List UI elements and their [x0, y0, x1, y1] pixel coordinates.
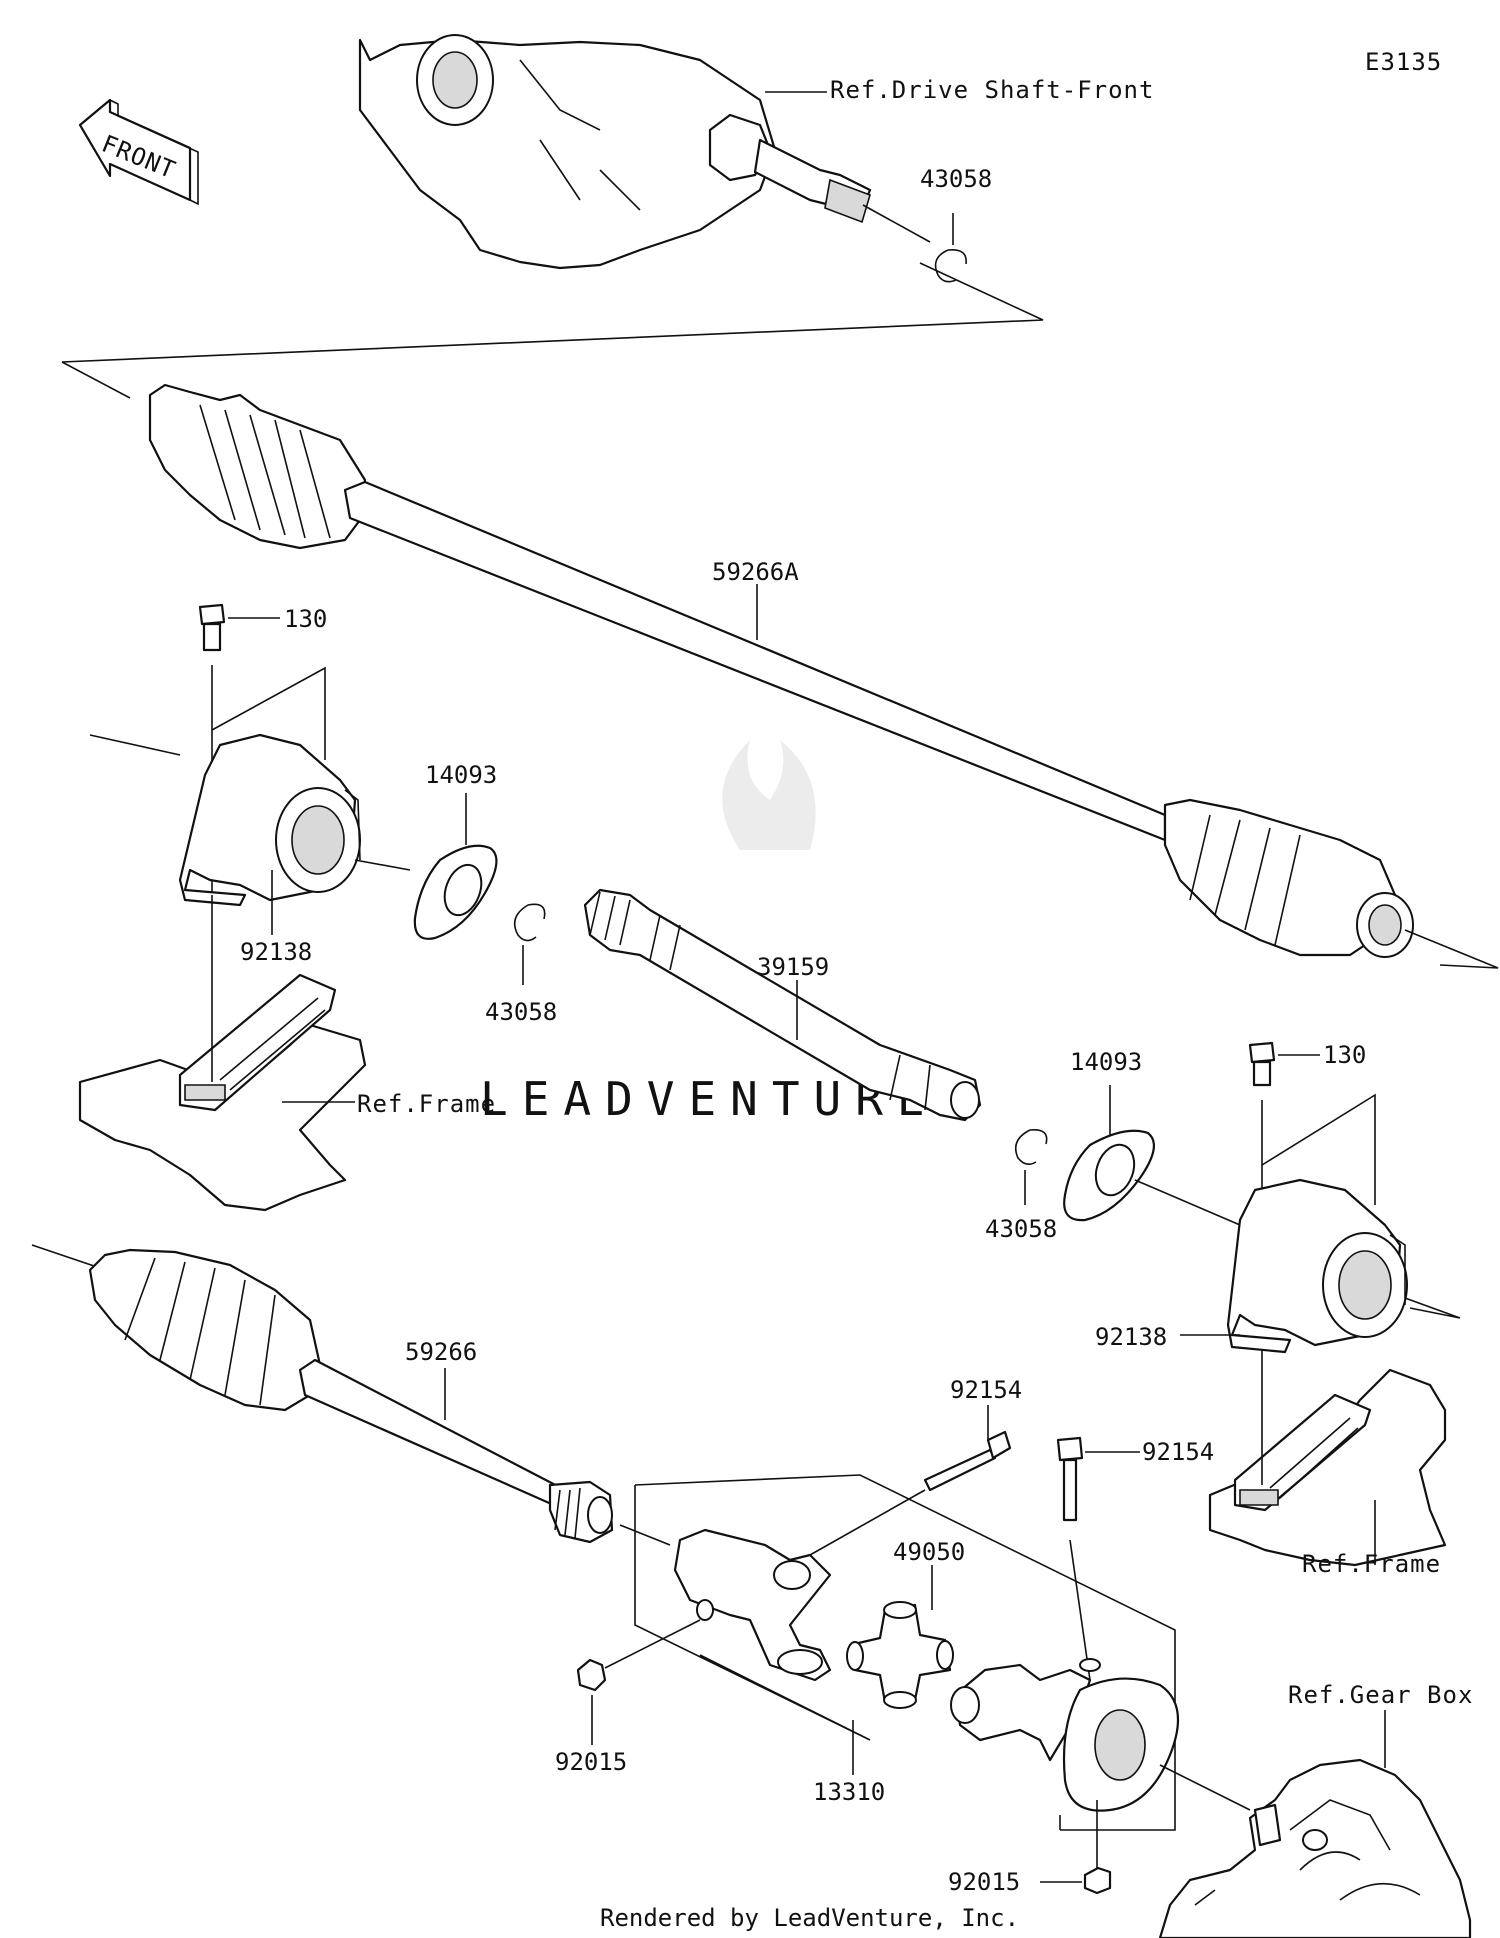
cross-spider-49050 — [846, 1601, 954, 1709]
label-92138-right: 92138 — [1095, 1323, 1167, 1351]
label-92015-bottom: 92015 — [948, 1868, 1020, 1896]
washer-14093-right — [1063, 1129, 1156, 1222]
label-92138-left: 92138 — [240, 938, 312, 966]
shaft-39159 — [583, 888, 982, 1122]
nut-92015-bottom — [1083, 1866, 1112, 1895]
bearing-bracket-92138-left — [178, 733, 361, 907]
frame-left — [78, 973, 367, 1212]
label-39159: 39159 — [757, 953, 829, 981]
label-14093-right: 14093 — [1070, 1048, 1142, 1076]
label-59266A: 59266A — [712, 558, 799, 586]
label-92154-a: 92154 — [950, 1376, 1022, 1404]
bolt-130-right — [1248, 1041, 1276, 1087]
render-credit: Rendered by LeadVenture, Inc. — [600, 1904, 1019, 1932]
ref-drive-shaft-front: Ref.Drive Shaft-Front — [830, 76, 1154, 104]
label-43058-mid-left: 43058 — [485, 998, 557, 1026]
bolt-92154-a — [923, 1430, 1012, 1492]
yoke-left — [673, 1528, 832, 1682]
label-59266: 59266 — [405, 1338, 477, 1366]
watermark-text: LEADVENTURE — [480, 1072, 939, 1126]
label-92015-left: 92015 — [555, 1748, 627, 1776]
front-drive-case — [358, 34, 931, 270]
label-130-left: 130 — [284, 605, 327, 633]
label-43058-mid-right: 43058 — [985, 1215, 1057, 1243]
watermark: LEADVENTURE — [480, 740, 939, 1126]
ref-frame-right: Ref.Frame — [1302, 1550, 1441, 1578]
diagram-code: E3135 — [1365, 48, 1442, 76]
bolt-92154-b — [1056, 1436, 1084, 1522]
washer-14093-left — [413, 844, 498, 940]
label-14093-left: 14093 — [425, 761, 497, 789]
ref-frame-left: Ref.Frame — [357, 1090, 496, 1118]
front-arrow-icon: FRONT — [78, 98, 199, 206]
label-43058-top: 43058 — [920, 165, 992, 193]
label-13310: 13310 — [813, 1778, 885, 1806]
bearing-bracket-92138-right — [1226, 1178, 1408, 1354]
yoke-right-flange — [950, 1658, 1180, 1812]
label-49050: 49050 — [893, 1538, 965, 1566]
frame-right — [1208, 1368, 1447, 1567]
circlip-43058-mid-right — [1014, 1128, 1048, 1166]
nut-92015-left — [576, 1658, 607, 1692]
drive-shaft-59266 — [31, 1244, 614, 1544]
circlip-43058-top — [934, 248, 967, 283]
gear-box — [1158, 1758, 1472, 1938]
circlip-43058-mid-left — [513, 903, 546, 942]
drive-shaft-59266A — [61, 361, 1499, 969]
label-92154-b: 92154 — [1142, 1438, 1214, 1466]
bolt-130-left — [198, 603, 226, 652]
ref-gear-box: Ref.Gear Box — [1288, 1681, 1473, 1709]
label-130-right: 130 — [1323, 1041, 1366, 1069]
